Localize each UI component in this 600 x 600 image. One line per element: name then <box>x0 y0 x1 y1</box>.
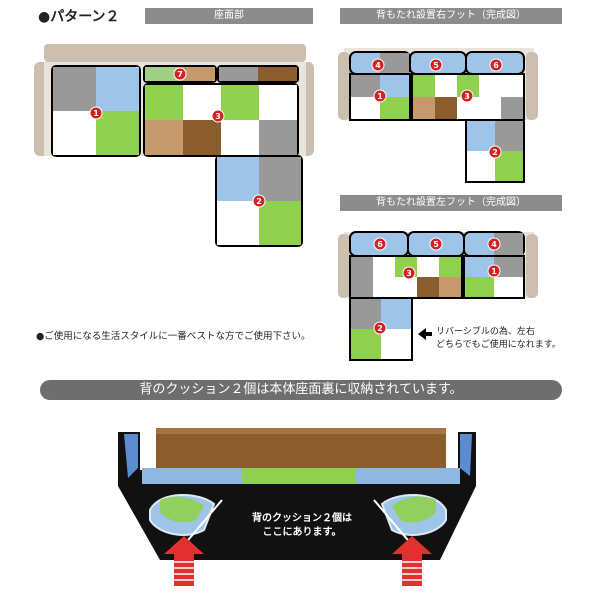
usage-note: ●ご使用になる生活スタイルに一番ベストな方でご使用下さい。 <box>36 331 311 342</box>
svg-text:3: 3 <box>406 269 412 278</box>
seat-cushion-top-right <box>217 65 299 83</box>
reversible-note-line2: どちらでもご使用になれます。 <box>436 340 561 350</box>
storage-banner: 背のクッション２個は本体座面裏に収納されています。 <box>40 380 562 400</box>
seat-cushion-3 <box>143 83 299 157</box>
svg-text:4: 4 <box>375 61 381 70</box>
seat-layout-diagram: 1 7 3 2 <box>34 44 314 247</box>
reversible-note: リバーシブルの為、左右 どちらでもご使用になれます。 <box>436 326 586 352</box>
svg-text:3: 3 <box>215 112 221 121</box>
svg-text:7: 7 <box>177 70 183 79</box>
svg-text:4: 4 <box>491 240 497 249</box>
pattern-title: ●パターン２ <box>38 9 120 25</box>
svg-text:1: 1 <box>491 267 497 276</box>
svg-text:3: 3 <box>464 92 470 101</box>
right-foot-diagram: 4 5 6 1 3 2 <box>338 48 538 183</box>
svg-text:1: 1 <box>93 109 99 118</box>
reversible-note-line1: リバーシブルの為、左右 <box>436 327 535 337</box>
seat-banner: 座面部 <box>145 8 313 24</box>
svg-text:6: 6 <box>493 61 499 70</box>
storage-label-line1: 背のクッション２個は <box>252 513 352 524</box>
right-foot-banner: 背もたれ設置右フット（完成図） <box>340 8 562 24</box>
svg-text:5: 5 <box>433 61 439 70</box>
svg-text:2: 2 <box>377 324 383 333</box>
svg-text:6: 6 <box>377 240 383 249</box>
left-foot-diagram: 6 5 4 3 1 2 <box>338 231 538 361</box>
storage-illustration <box>118 428 476 586</box>
arrow-up-right-icon <box>392 536 432 586</box>
storage-label-line2: ここにあります。 <box>262 527 342 538</box>
svg-text:2: 2 <box>256 197 262 206</box>
storage-label: 背のクッション２個は ここにあります。 <box>232 512 372 540</box>
svg-text:5: 5 <box>433 240 439 249</box>
svg-text:2: 2 <box>492 148 498 157</box>
seat-cushion-1 <box>51 65 141 157</box>
svg-text:1: 1 <box>377 92 383 101</box>
left-foot-banner: 背もたれ設置左フット（完成図） <box>340 195 562 211</box>
arrow-up-left-icon <box>164 536 204 586</box>
